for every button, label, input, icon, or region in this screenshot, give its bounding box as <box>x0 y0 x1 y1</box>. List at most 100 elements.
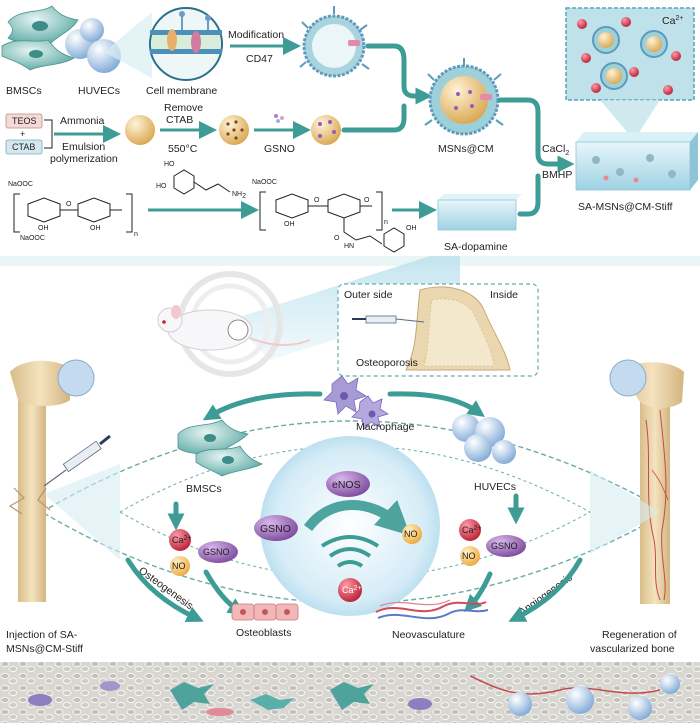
bone-cross-section <box>405 286 511 371</box>
gsno-center-pill <box>254 515 298 541</box>
mouse-with-rings <box>157 271 311 377</box>
bracket <box>44 119 53 149</box>
ca-center-ball <box>338 578 362 602</box>
left-zoom-cone <box>44 464 120 560</box>
o-1: O <box>66 201 72 208</box>
regeneration-label-1: Regeneration of <box>602 629 677 641</box>
ca-left-ball <box>169 529 191 551</box>
ctab-text: CTAB <box>12 142 35 152</box>
dopamine-structure <box>173 169 231 195</box>
neovasculature-vessels <box>375 599 489 620</box>
gsno-left-label: GSNO <box>203 547 230 557</box>
huvecs-label-bottom: HUVECs <box>474 481 516 493</box>
regeneration-label-2: vascularized bone <box>590 643 675 655</box>
ca-center-label: Ca2+ <box>342 585 362 595</box>
nh2-label: NH2 <box>232 191 246 200</box>
enos-label: eNOS <box>332 479 361 491</box>
remove-label: Remove <box>164 102 203 114</box>
bmhp-label: BMHP <box>542 169 572 181</box>
osteoporosis-label: Osteoporosis <box>356 357 418 369</box>
no-left-ball <box>170 556 190 576</box>
no-right-ball <box>460 546 480 566</box>
cacl2-label: CaCl2 <box>542 143 569 157</box>
gsno-center-label: GSNO <box>260 523 291 535</box>
middle-band <box>0 256 700 266</box>
macrophage-cells <box>323 375 389 430</box>
ho-1: HO <box>164 161 175 168</box>
right-zoom-cone <box>590 470 660 554</box>
tissue-cells <box>28 674 680 720</box>
gsno-right-label: GSNO <box>491 541 518 551</box>
injection-label-1: Injection of SA- <box>6 629 78 641</box>
ca-ions-zoom <box>577 17 681 95</box>
o-2: O <box>314 197 320 204</box>
enos-conversion-arrow <box>303 499 411 536</box>
ammonia-label: Ammonia <box>60 115 105 127</box>
product-label: SA-MSNs@CM-Stiff <box>578 201 673 213</box>
alginate-structure <box>13 193 133 233</box>
msns-cm-label: MSNs@CM <box>438 143 494 155</box>
naooc-1: NaOOC <box>8 181 33 188</box>
ho-2: HO <box>156 183 167 190</box>
sa-dopamine-structure <box>259 191 405 253</box>
ca-right-ball <box>459 519 481 541</box>
bmscs-label-bottom: BMSCs <box>186 483 222 495</box>
oh-1: OH <box>38 225 49 232</box>
hydrogel-block <box>575 132 698 191</box>
cd47-label: CD47 <box>246 53 273 65</box>
inside-label: Inside <box>490 289 518 301</box>
hn-label: HN <box>344 243 354 250</box>
teos-tag <box>5 113 43 129</box>
sa-dopamine-label: SA-dopamine <box>444 241 508 253</box>
regenerated-bone-right <box>609 359 684 604</box>
oh-2: OH <box>90 225 101 232</box>
ca-right-label: Ca2+ <box>462 525 482 535</box>
no-center-ball <box>402 524 422 544</box>
n-2: n <box>384 219 388 226</box>
arrow-osteogenesis <box>125 557 204 622</box>
bmscs-label-top: BMSCs <box>6 85 42 97</box>
crosslink-arrow <box>497 97 575 173</box>
no-center-label: NO <box>404 529 418 539</box>
signal-arcs-icon <box>320 535 380 568</box>
modification-label: Modification <box>228 29 284 41</box>
teos-text: TEOS <box>12 116 37 126</box>
osteoblast-cells <box>231 603 299 621</box>
n-1: n <box>134 231 138 238</box>
emulsion-label-1: Emulsion <box>62 141 105 153</box>
huvec-cells-bottom <box>452 414 516 464</box>
outer-side-label: Outer side <box>344 289 393 301</box>
ca-label-zoom: Ca2+ <box>662 15 683 27</box>
gsno-right-pill <box>486 535 526 557</box>
huvecs-label-top: HUVECs <box>78 85 120 97</box>
arrow-angiogenesis <box>508 557 583 622</box>
oh-3: OH <box>284 221 295 228</box>
emulsion-label-2: polymerization <box>50 153 118 165</box>
zoom-cone-gel <box>600 100 660 140</box>
plus-text: + <box>20 129 25 139</box>
arrow-macrophage-bmsc <box>202 391 323 421</box>
o-amide: O <box>334 235 340 242</box>
sa-to-gel-arrow <box>517 173 541 217</box>
macrophage-label: Macrophage <box>356 421 415 433</box>
bmsc-cells-top <box>1 5 79 71</box>
neovasculature-label: Neovasculature <box>392 629 465 641</box>
gsno-loaded-sphere <box>311 115 341 145</box>
ca-left-label: Ca2+ <box>172 535 192 545</box>
oh-4: OH <box>406 225 417 232</box>
gsno-molecule-icon <box>274 114 284 123</box>
merge-arrow-bottom <box>341 103 407 133</box>
particles-in-gel-zoom <box>592 26 668 90</box>
osteoblasts-label: Osteoblasts <box>236 627 291 639</box>
mesoporous-sphere <box>219 115 249 145</box>
naooc-2: NaOOC <box>20 235 45 242</box>
gsno-left-pill <box>198 541 238 563</box>
huvec-cells-top <box>65 18 121 73</box>
cd47-vesicle <box>299 6 370 78</box>
msns-cm-particle <box>424 58 504 136</box>
no-right-label: NO <box>462 551 476 561</box>
syringe-inset <box>352 315 425 324</box>
naooc-3: NaOOC <box>252 179 277 186</box>
o-3: O <box>364 197 370 204</box>
